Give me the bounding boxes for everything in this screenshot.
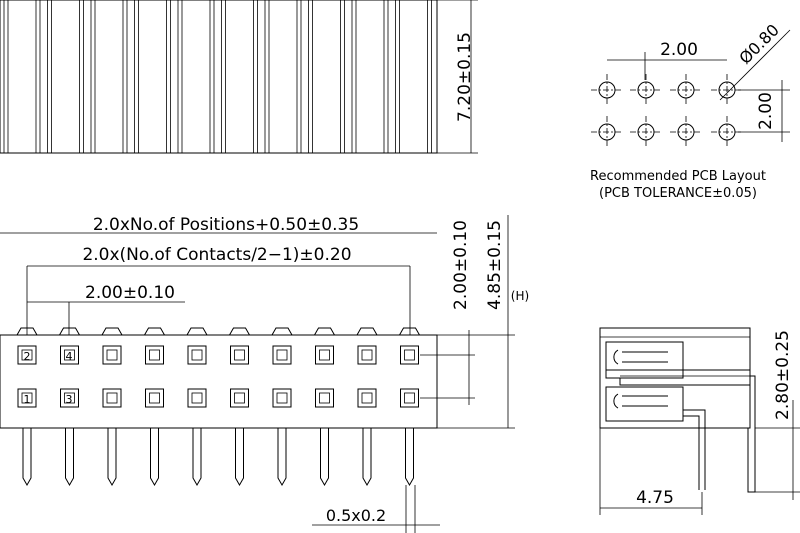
contact-inner (276, 349, 288, 361)
height-marker: (H) (511, 289, 529, 303)
contacts-dimension: 2.0x(No.of Contacts/2−1)±0.20 (82, 245, 351, 265)
contact-outer (315, 388, 334, 408)
housing-notch (101, 327, 123, 336)
contact-inner (234, 349, 245, 361)
contact-inner (149, 392, 160, 404)
contact-inner (191, 392, 203, 404)
contact-outer (400, 345, 419, 365)
housing-notch (186, 327, 208, 336)
pin-number-4: 4 (66, 350, 73, 363)
contact-outer (60, 388, 79, 408)
contact-inner (149, 349, 160, 361)
top-view-ribs (3, 0, 432, 153)
pcb-pitch-vertical: 2.00 (756, 92, 776, 130)
contact-inner (191, 349, 203, 361)
pcb-pitch-horizontal: 2.00 (660, 40, 698, 60)
contact-inner (64, 392, 75, 404)
front-contacts (17, 345, 419, 408)
pin-number-3: 3 (66, 393, 73, 406)
pin-number-1: 1 (24, 393, 31, 406)
side-pin-offset-dimension: 2.80±0.25 (773, 330, 793, 420)
contact-outer (357, 388, 377, 408)
contact-outer (17, 388, 37, 408)
front-view: 2.0xNo.of Positions+0.50±0.35 2.0x(No.of… (0, 215, 529, 533)
top-view-outline (0, 0, 438, 154)
contact-inner (21, 392, 33, 404)
contact-outer (272, 388, 292, 408)
height-dimension: 4.85±0.15 (485, 220, 505, 310)
contact-outer (187, 345, 207, 365)
pcb-holes (591, 74, 743, 148)
front-pin (65, 428, 74, 487)
housing-notch (144, 327, 165, 336)
contact-outer (60, 345, 79, 365)
housing-notch (16, 327, 38, 336)
pitch-dimension: 2.00±0.10 (85, 283, 175, 303)
total-length-dimension: 2.0xNo.of Positions+0.50±0.35 (93, 215, 359, 235)
row-pitch-dimension: 2.00±0.10 (451, 220, 471, 310)
front-pin (192, 428, 202, 487)
housing-notch (399, 327, 420, 336)
contact-inner (319, 349, 330, 361)
housing-notch (229, 327, 250, 336)
pcb-layout-title: Recommended PCB Layout (590, 169, 766, 184)
front-pin (22, 428, 32, 487)
contact-inner (21, 349, 33, 361)
front-pins (22, 428, 414, 487)
side-view: 2.80±0.25 4.75 (599, 327, 800, 515)
contact-outer (272, 345, 292, 365)
contact-inner (361, 392, 373, 404)
front-pin (107, 428, 117, 487)
front-pin (320, 428, 329, 487)
pin-number-2: 2 (24, 350, 31, 363)
top-height-dimension: 7.20±0.15 (455, 32, 475, 122)
contact-outer (17, 345, 37, 365)
contact-inner (404, 392, 415, 404)
contact-inner (276, 392, 288, 404)
contact-inner (64, 349, 75, 361)
contact-outer (230, 345, 249, 365)
contact-inner (106, 392, 118, 404)
contact-inner (319, 392, 330, 404)
pcb-tolerance-note: (PCB TOLERANCE±0.05) (599, 186, 757, 201)
housing-notch (314, 327, 335, 336)
contact-outer (400, 388, 419, 408)
front-pin (235, 428, 244, 487)
housing-notch (356, 327, 378, 336)
housing-notch (59, 327, 80, 336)
contact-outer (102, 388, 122, 408)
side-housing-outline (599, 327, 751, 429)
front-pin (277, 428, 287, 487)
front-housing-notches (16, 327, 420, 336)
contact-inner (106, 349, 118, 361)
contact-outer (357, 345, 377, 365)
side-width-dimension: 4.75 (636, 488, 674, 508)
contact-outer (102, 345, 122, 365)
top-view: 7.20±0.15 (0, 0, 478, 154)
pcb-layout: 2.00 Ø0.80 2.00 Recommended PCB Layout (… (590, 20, 791, 201)
contact-inner (361, 349, 373, 361)
contact-outer (187, 388, 207, 408)
front-pin (362, 428, 372, 487)
pin-size-dimension: 0.5x0.2 (326, 506, 386, 525)
front-pin (150, 428, 159, 487)
contact-inner (404, 349, 415, 361)
front-housing-outline (0, 334, 438, 429)
contact-outer (230, 388, 249, 408)
contact-outer (145, 345, 164, 365)
housing-notch (271, 327, 293, 336)
contact-outer (145, 388, 164, 408)
contact-inner (234, 392, 245, 404)
front-pin (405, 428, 414, 487)
contact-outer (315, 345, 334, 365)
